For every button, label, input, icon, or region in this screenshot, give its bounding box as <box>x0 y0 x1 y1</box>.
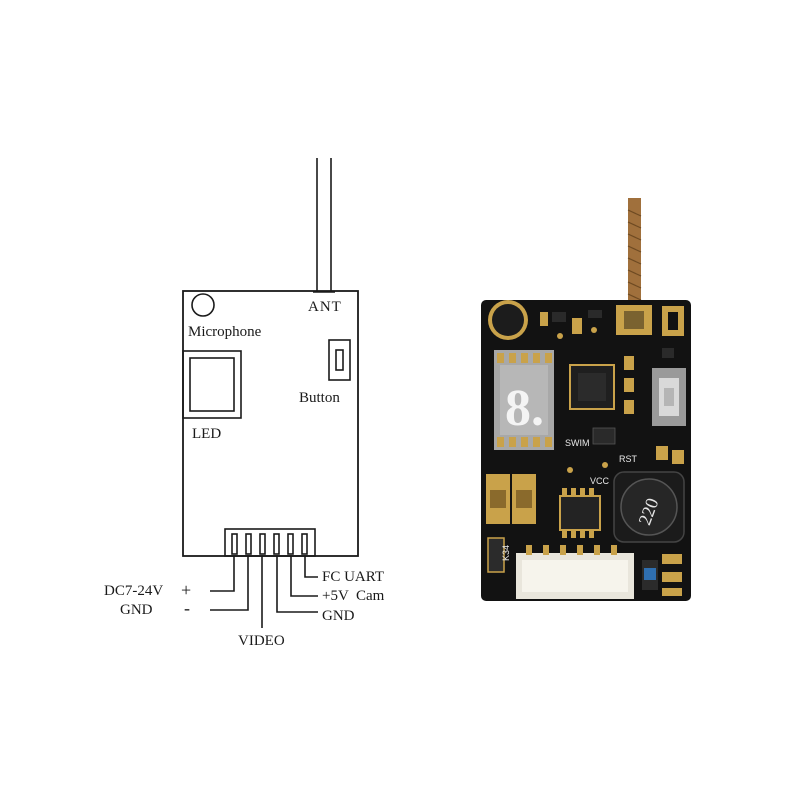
seven-segment-display: 8. <box>494 350 554 450</box>
label-gnd-right: GND <box>322 608 355 624</box>
microphone-icon <box>191 293 215 317</box>
wire-cam-5v <box>290 556 318 597</box>
label-fc-uart: FC UART <box>322 569 384 585</box>
label-minus-sign: - <box>184 598 190 618</box>
led-icon-inner <box>189 357 235 412</box>
diode-part <box>487 537 505 573</box>
inductor-part: 220 <box>613 471 685 543</box>
label-gnd-left: GND <box>120 602 153 618</box>
led-icon <box>182 350 242 419</box>
label-button: Button <box>299 390 340 406</box>
wire-fc-uart <box>304 556 318 578</box>
pin-slots <box>231 533 308 555</box>
wiring-diagram <box>182 158 359 628</box>
silk-diode: K34 <box>501 545 511 561</box>
label-cam-5v: +5V Cam <box>322 588 385 604</box>
tactile-button-part <box>652 368 686 426</box>
silk-vcc: VCC <box>590 476 610 486</box>
label-video: VIDEO <box>238 633 285 649</box>
silk-swim: SWIM <box>565 438 590 448</box>
pin-header <box>224 528 316 557</box>
button-icon-inner <box>335 349 344 371</box>
label-led: LED <box>192 426 221 442</box>
label-dc-input: DC7-24V <box>104 583 163 599</box>
seven-segment-digit: 8. <box>505 380 544 437</box>
coax-cable <box>628 198 641 318</box>
regulator-chip <box>559 495 601 531</box>
wire-gnd-left <box>210 556 249 611</box>
jst-connector <box>516 545 634 599</box>
vtx-board-illustration: 8. SWIM RST VCC <box>481 198 691 601</box>
wire-gnd-right <box>276 556 318 613</box>
label-ant: ANT <box>308 299 342 315</box>
label-plus-sign: + <box>181 580 191 600</box>
diagram-labels: ANT Microphone Button LED FC UART +5V Ca… <box>104 299 385 649</box>
silk-rst: RST <box>619 454 638 464</box>
wire-dc-input <box>210 556 235 592</box>
button-icon <box>328 339 351 381</box>
label-microphone: Microphone <box>188 324 262 340</box>
